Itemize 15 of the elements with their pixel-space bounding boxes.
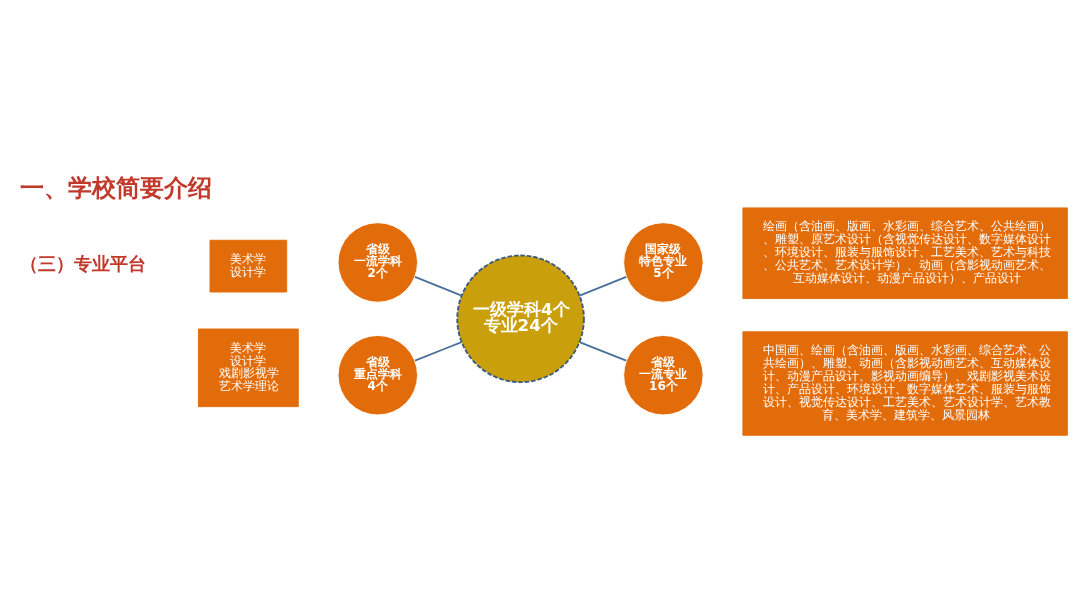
node-box: 中国画、绘画（含油画、版画、水彩画、综合艺术、公共绘画）、雕塑、动画（含影视动画艺术、互动媒体设计、动漫产品设计、影视动画编导）、戏剧影视美术设计、产品设计、环境设计、数字媒体艺术、服装与服饰设计、视觉传达设计、工艺美术、艺术设计学、艺术教育、美术学、建筑学、风景园林 — [742, 330, 1068, 436]
connector — [414, 340, 463, 362]
node-box: 绘画（含油画、版画、水彩画、综合艺术、公共绘画）、雕塑、原艺术设计（含视觉传达设计、数字媒体设计、环境设计、服装与服饰设计、工艺美术、艺术与科技、公共艺术、艺术设计学）、动画（含影视动画艺术、互动媒体设计、动漫产品设计）、产品设计 — [742, 206, 1068, 299]
node-box: 美术学 设计学 戏剧影视学 艺术学理论 — [197, 328, 299, 407]
node-box: 美术学 设计学 — [209, 239, 288, 292]
connector — [578, 275, 628, 296]
connector — [414, 275, 463, 297]
node-circle: 省级 一流专业 16个 — [623, 334, 704, 415]
node-circle: 一级学科4个 专业24个 — [456, 254, 585, 383]
connector — [578, 340, 628, 362]
node-circle: 省级 一流学科 2个 — [337, 221, 418, 303]
diagram-title: 一、学校简要介绍 — [20, 173, 213, 202]
label: （三）专业平台 — [20, 252, 147, 274]
node-circle: 国家级 特色专业 5个 — [623, 221, 704, 303]
node-circle: 省级 重点学科 4个 — [337, 334, 418, 415]
